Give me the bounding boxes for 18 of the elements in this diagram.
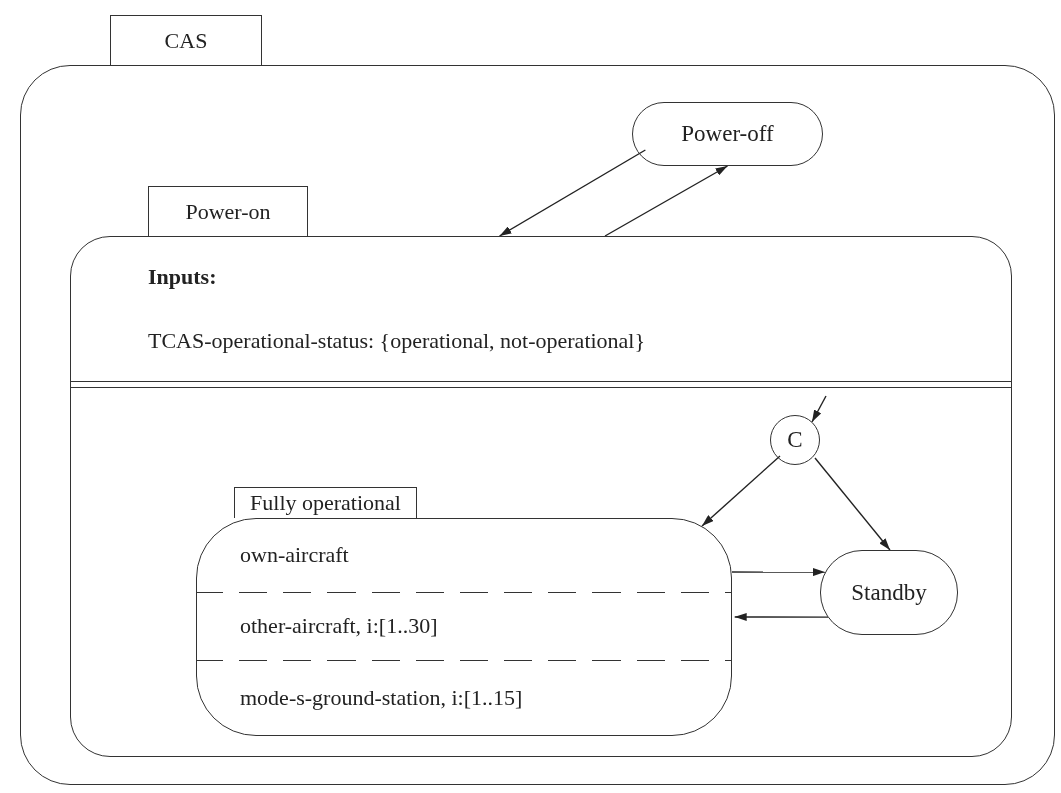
transition-arrow [731,568,826,577]
transition-arrow [498,149,647,237]
transition-arrow [814,457,891,551]
transition-arrow [733,613,829,621]
state-label: C [787,427,803,453]
state-name-tab: Fully operational [234,487,417,518]
region-label: other-aircraft, i:[1..30] [240,613,438,639]
transition-arrow [811,395,827,423]
section-heading: Inputs: [148,264,217,290]
region-label: mode-s-ground-station, i:[1..15] [240,685,523,711]
state-name-tab: Power-on [148,186,308,236]
state-label: Standby [851,579,927,606]
state-name-tab: CAS [110,15,262,65]
transition-arrow [701,455,781,527]
region-label: TCAS-operational-status: {operational, not-operational} [148,328,646,354]
region-label: own-aircraft [240,542,349,568]
transition-arrow [604,165,729,237]
state-label: Power-off [681,121,774,147]
